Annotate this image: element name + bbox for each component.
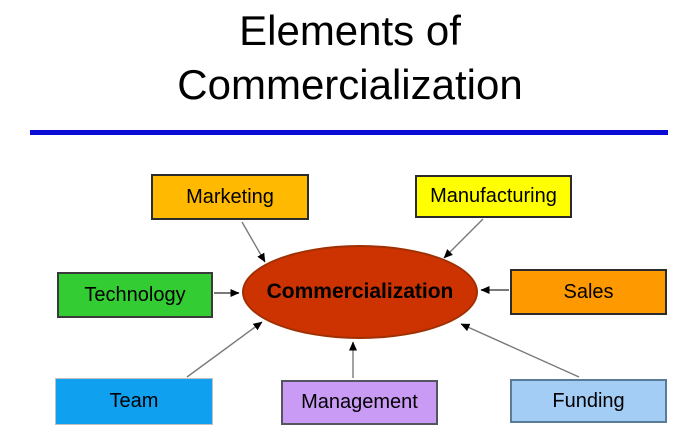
node-box-sales: Sales — [510, 269, 667, 315]
page-title: Elements of Commercialization — [0, 4, 700, 112]
arrow-marketing-to-center — [241, 221, 266, 263]
center-ellipse-commercialization: Commercialization — [242, 245, 478, 339]
title-line-2: Commercialization — [177, 60, 523, 108]
node-label-technology: Technology — [84, 283, 186, 306]
arrow-funding-to-center — [460, 323, 580, 378]
node-label-sales: Sales — [563, 280, 614, 303]
node-label-team: Team — [109, 390, 159, 412]
node-box-team: Team — [55, 378, 213, 425]
node-label-manufacturing: Manufacturing — [430, 185, 557, 207]
node-box-marketing: Marketing — [151, 174, 309, 220]
arrow-team-to-center — [186, 321, 263, 378]
node-label-marketing: Marketing — [186, 185, 274, 208]
node-box-technology: Technology — [57, 272, 213, 318]
node-box-manufacturing: Manufacturing — [415, 175, 572, 218]
node-label-management: Management — [301, 391, 418, 413]
center-ellipse-label: Commercialization — [266, 280, 454, 303]
arrow-manufacturing-to-center — [443, 218, 484, 259]
title-divider-rule — [30, 130, 668, 135]
title-line-1: Elements of — [239, 7, 461, 54]
node-label-funding: Funding — [552, 389, 625, 412]
node-box-funding: Funding — [510, 379, 667, 423]
node-box-management: Management — [281, 380, 438, 425]
